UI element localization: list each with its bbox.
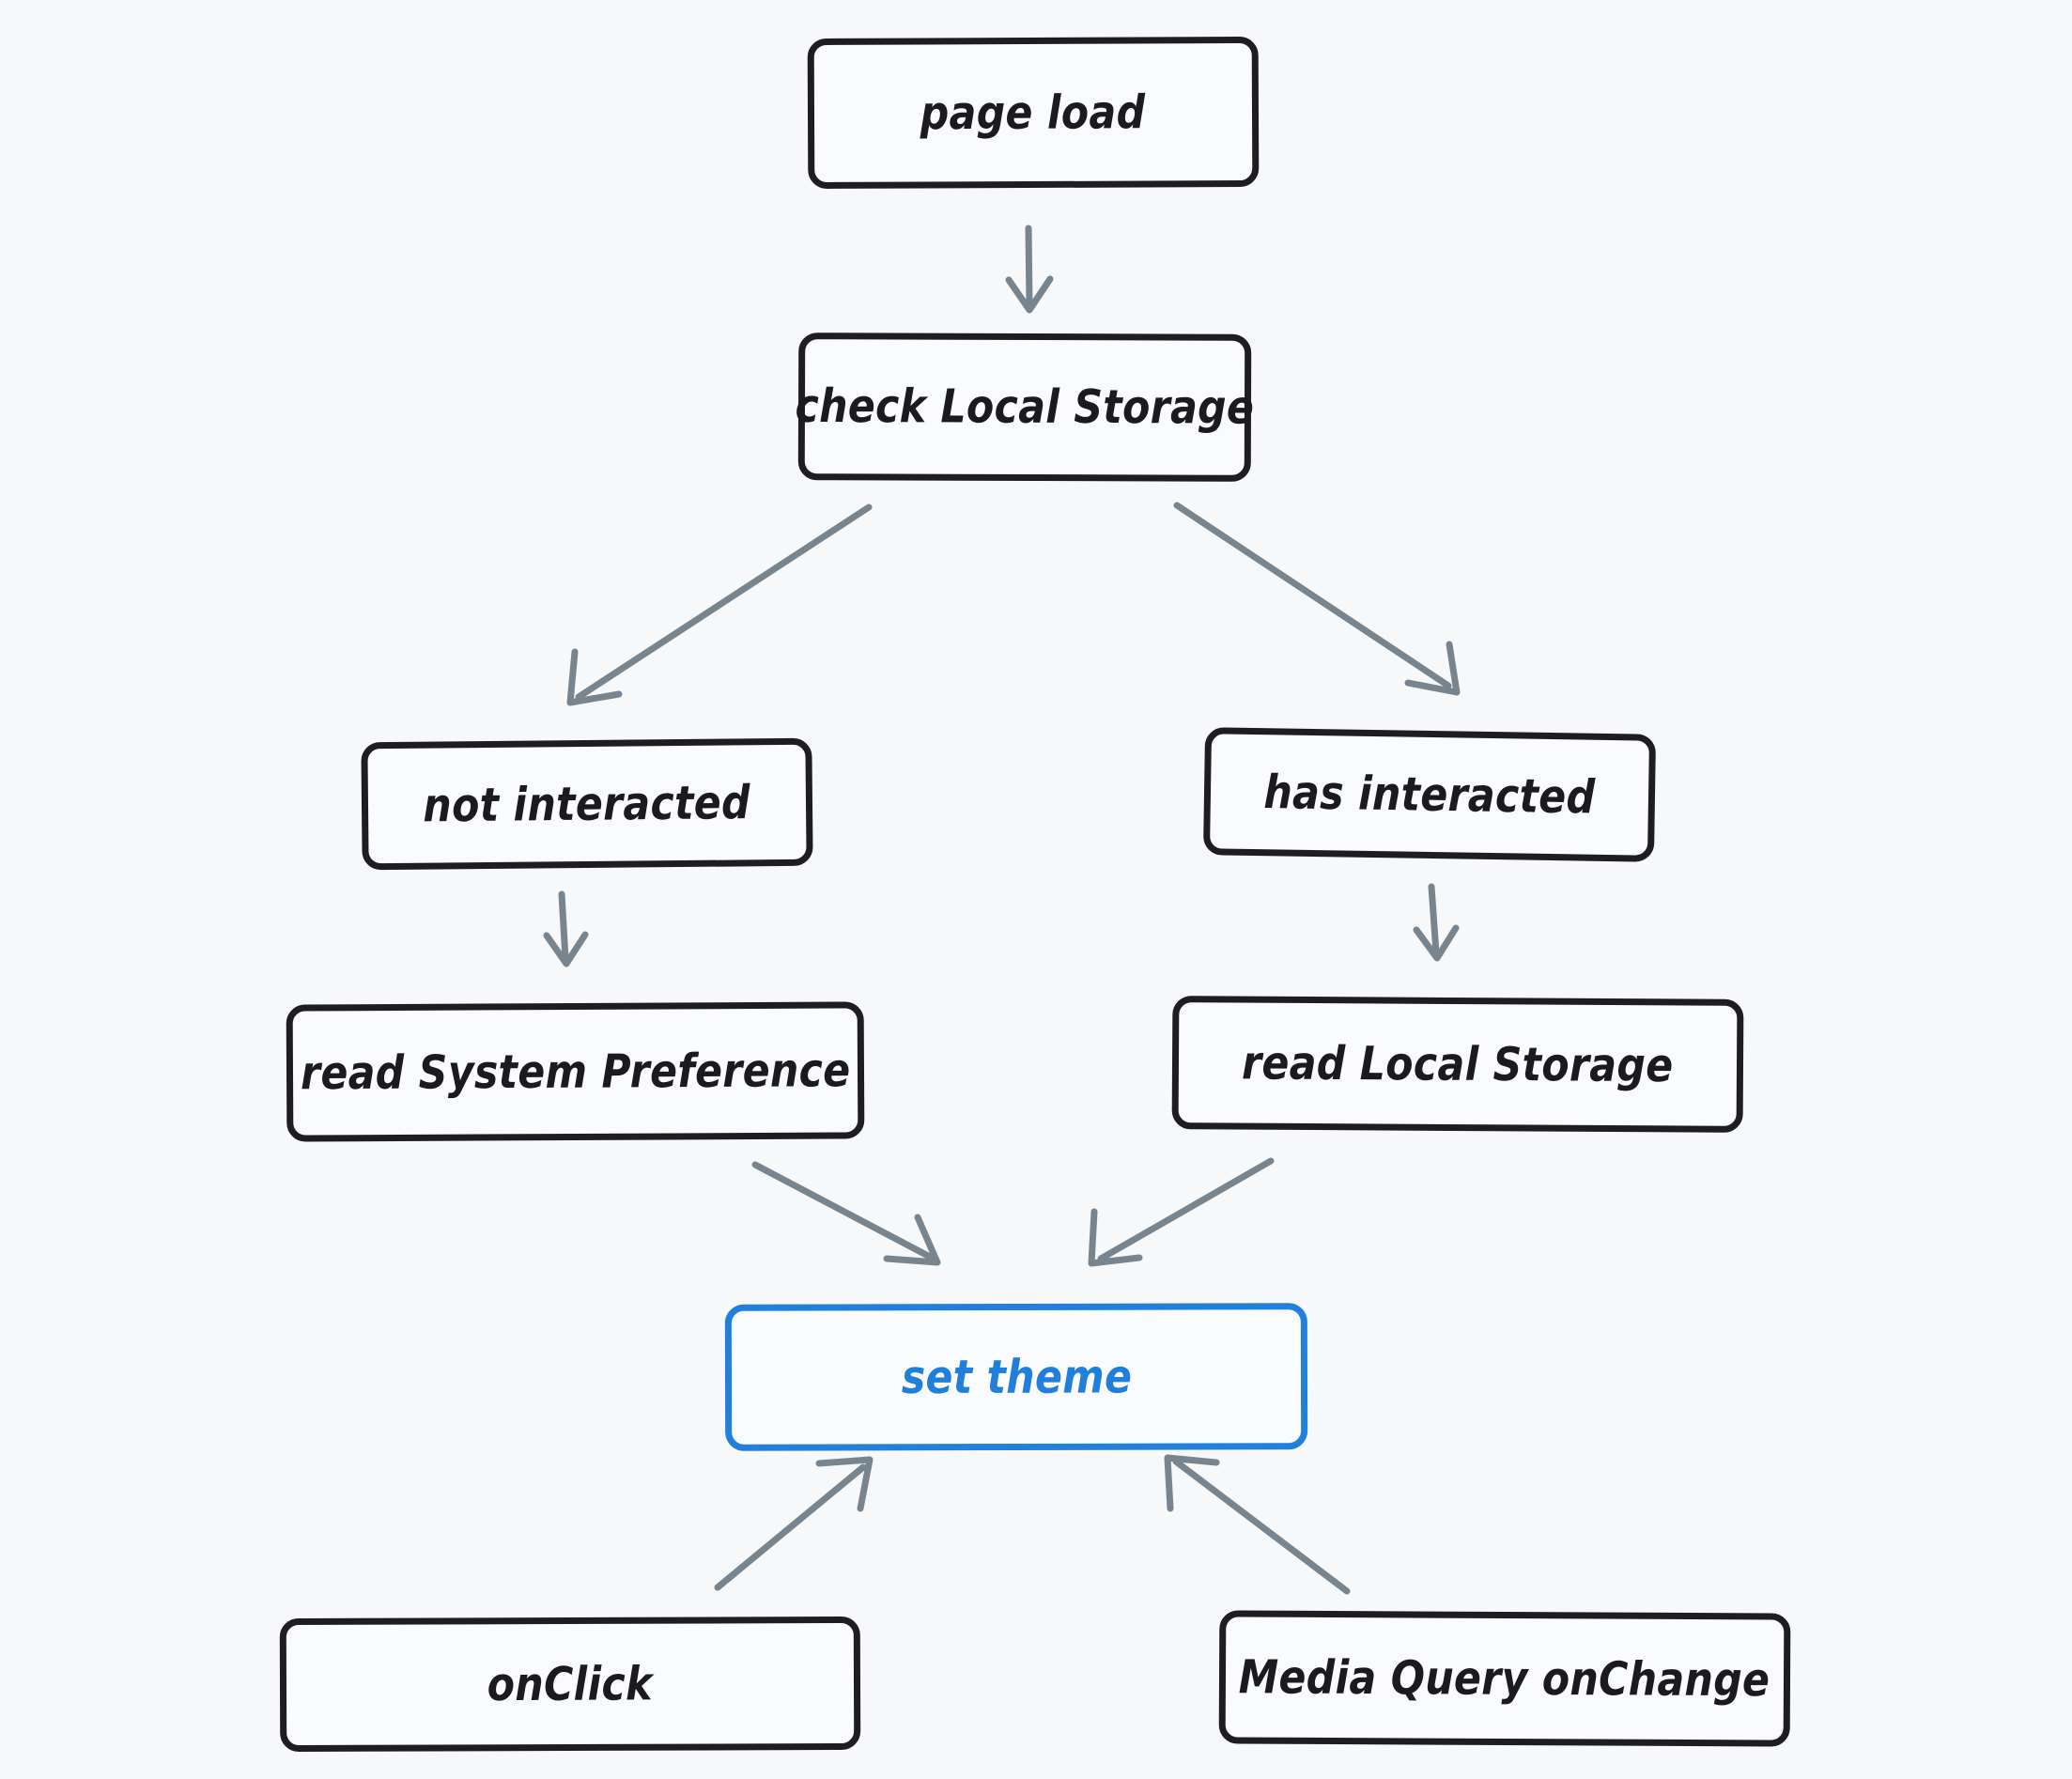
node-read-local-storage[interactable]: read Local Storage (1171, 996, 1744, 1133)
edge-media-query-to-set-theme (1164, 1454, 1351, 1595)
edge-read-local-to-set-theme (1088, 1157, 1275, 1267)
edge-read-system-to-set-theme (751, 1161, 941, 1266)
edge-has-interacted-to-read-local (1413, 883, 1460, 962)
node-label-page-load: page load (920, 85, 1146, 141)
edge-page-load-to-check-local (1005, 224, 1054, 314)
node-check-local-storage[interactable]: check Local Storage (795, 333, 1255, 482)
node-label-read-local-storage: read Local Storage (1242, 1036, 1674, 1092)
node-label-onclick: onClick (487, 1657, 654, 1711)
node-label-read-system-preference: read System Preference (300, 1043, 851, 1101)
edge-check-local-to-not-interacted (566, 503, 873, 706)
edge-not-interacted-to-read-system (543, 890, 589, 967)
edge-onclick-to-set-theme (714, 1456, 874, 1591)
node-label-media-query-onchange: Media Query onChange (1239, 1649, 1770, 1708)
node-media-query-onchange[interactable]: Media Query onChange (1218, 1610, 1791, 1747)
node-label-set-theme: set theme (901, 1350, 1132, 1404)
node-label-has-interacted: has interacted (1263, 765, 1596, 825)
node-label-check-local-storage: check Local Storage (795, 379, 1255, 435)
node-has-interacted[interactable]: has interacted (1202, 727, 1657, 862)
node-page-load[interactable]: page load (807, 36, 1260, 190)
node-not-interacted[interactable]: not interacted (361, 737, 813, 871)
node-onclick[interactable]: onClick (279, 1616, 861, 1753)
node-set-theme[interactable]: set theme (724, 1303, 1308, 1451)
node-read-system-preference[interactable]: read System Preference (286, 1001, 865, 1142)
node-label-not-interacted: not interacted (423, 775, 751, 833)
edge-check-local-to-has-interacted (1173, 502, 1461, 696)
